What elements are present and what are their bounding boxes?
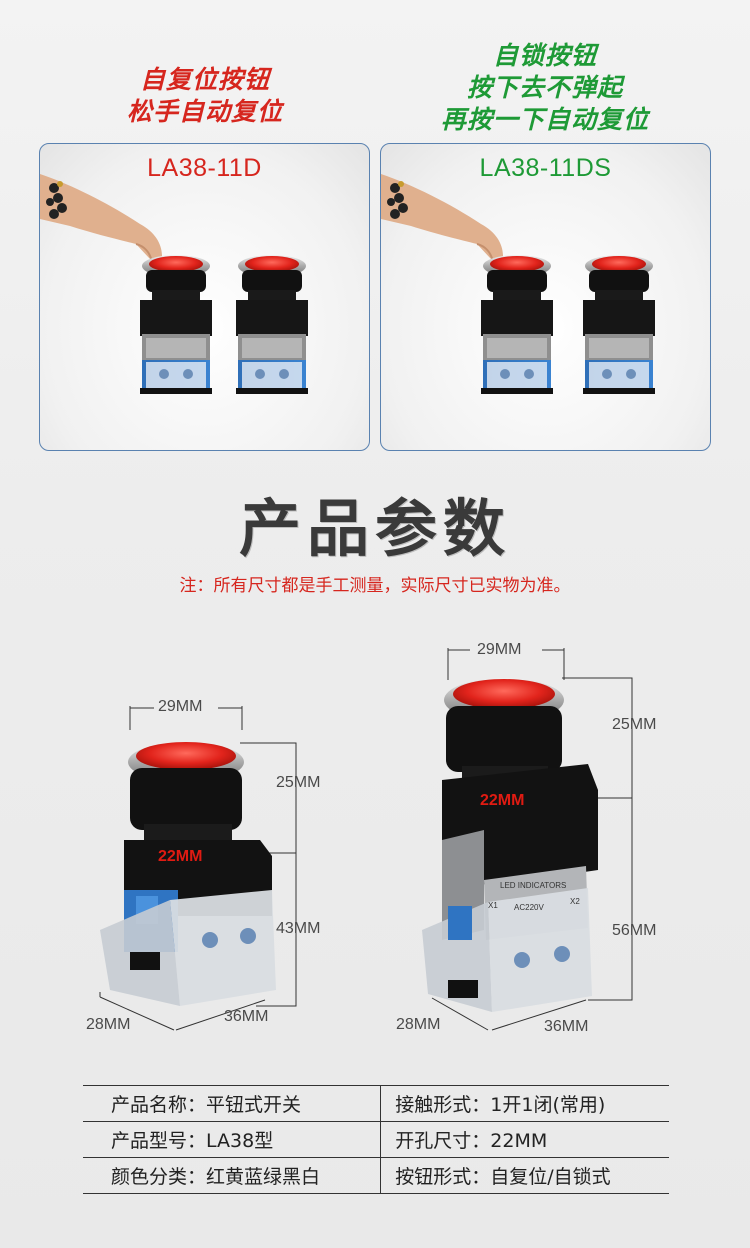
push-button-icon (140, 255, 212, 394)
table-row: 产品名称：平钮式开关 接触形式：1开1闭(常用) (83, 1085, 669, 1122)
right-width-base-label: 36MM (544, 1018, 589, 1035)
left-thread-label: 22MM (158, 848, 203, 865)
push-button-icon (583, 255, 655, 394)
right-thread-label: 22MM (480, 792, 525, 809)
spec-table: 产品名称：平钮式开关 接触形式：1开1闭(常用) 产品型号：LA38型 开孔尺寸… (83, 1085, 669, 1194)
module-x2-label: X2 (570, 897, 580, 906)
spec-colors: 颜色分类：红黄蓝绿黑白 (83, 1157, 381, 1194)
hand-pressing-icon (40, 174, 162, 263)
momentary-panel: LA38-11D (39, 143, 370, 451)
push-button-icon (236, 255, 308, 394)
spec-model: 产品型号：LA38型 (83, 1121, 381, 1158)
section-title: 产品参数 (238, 492, 511, 565)
latching-title-line3: 再按一下自动复位 (440, 105, 649, 134)
left-width-base-label: 36MM (224, 1008, 269, 1025)
left-body-height-label: 43MM (276, 920, 321, 937)
table-row: 产品型号：LA38型 开孔尺寸：22MM (83, 1121, 669, 1158)
right-cap-height-label: 25MM (612, 716, 657, 733)
push-button-icon (481, 255, 553, 394)
table-row: 颜色分类：红黄蓝绿黑白 按钮形式：自复位/自锁式 (83, 1157, 669, 1194)
spec-contact-type: 接触形式：1开1闭(常用) (380, 1085, 669, 1122)
module-x1-label: X1 (488, 901, 498, 910)
right-width-top-label: 29MM (477, 641, 522, 658)
momentary-model: LA38-11D (147, 154, 262, 182)
latching-photo (381, 174, 655, 394)
measurement-note: 注：所有尺寸都是手工测量，实际尺寸已实物为准。 (179, 576, 571, 596)
module-label: LED INDICATORS (500, 881, 566, 890)
momentary-title-line1: 自复位按钮 (139, 65, 270, 94)
module-voltage-label: AC220V (514, 903, 544, 912)
right-depth-label: 28MM (396, 1016, 441, 1033)
right-body-height-label: 56MM (612, 922, 657, 939)
momentary-title: 自复位按钮 松手自动复位 (40, 64, 370, 128)
left-cap-height-label: 25MM (276, 774, 321, 791)
momentary-photo (40, 174, 308, 394)
spec-button-type: 按钮形式：自复位/自锁式 (380, 1157, 669, 1194)
left-depth-label: 28MM (86, 1016, 131, 1033)
spec-product-name: 产品名称：平钮式开关 (83, 1085, 381, 1122)
latching-model: LA38-11DS (479, 154, 612, 182)
latching-panel: LA38-11DS (380, 143, 711, 451)
dimension-drawing-left (99, 706, 297, 1031)
momentary-title-line2: 松手自动复位 (126, 97, 283, 126)
latching-title: 自锁按钮 按下去不弹起 再按一下自动复位 (380, 40, 710, 136)
spec-hole-size: 开孔尺寸：22MM (380, 1121, 669, 1158)
hand-pressing-icon (381, 174, 503, 263)
latching-title-line2: 按下去不弹起 (466, 73, 623, 102)
dimension-drawing-right: LED INDICATORS X1 AC220V X2 (422, 648, 633, 1031)
left-width-top-label: 29MM (158, 698, 203, 715)
latching-title-line1: 自锁按钮 (492, 41, 597, 70)
